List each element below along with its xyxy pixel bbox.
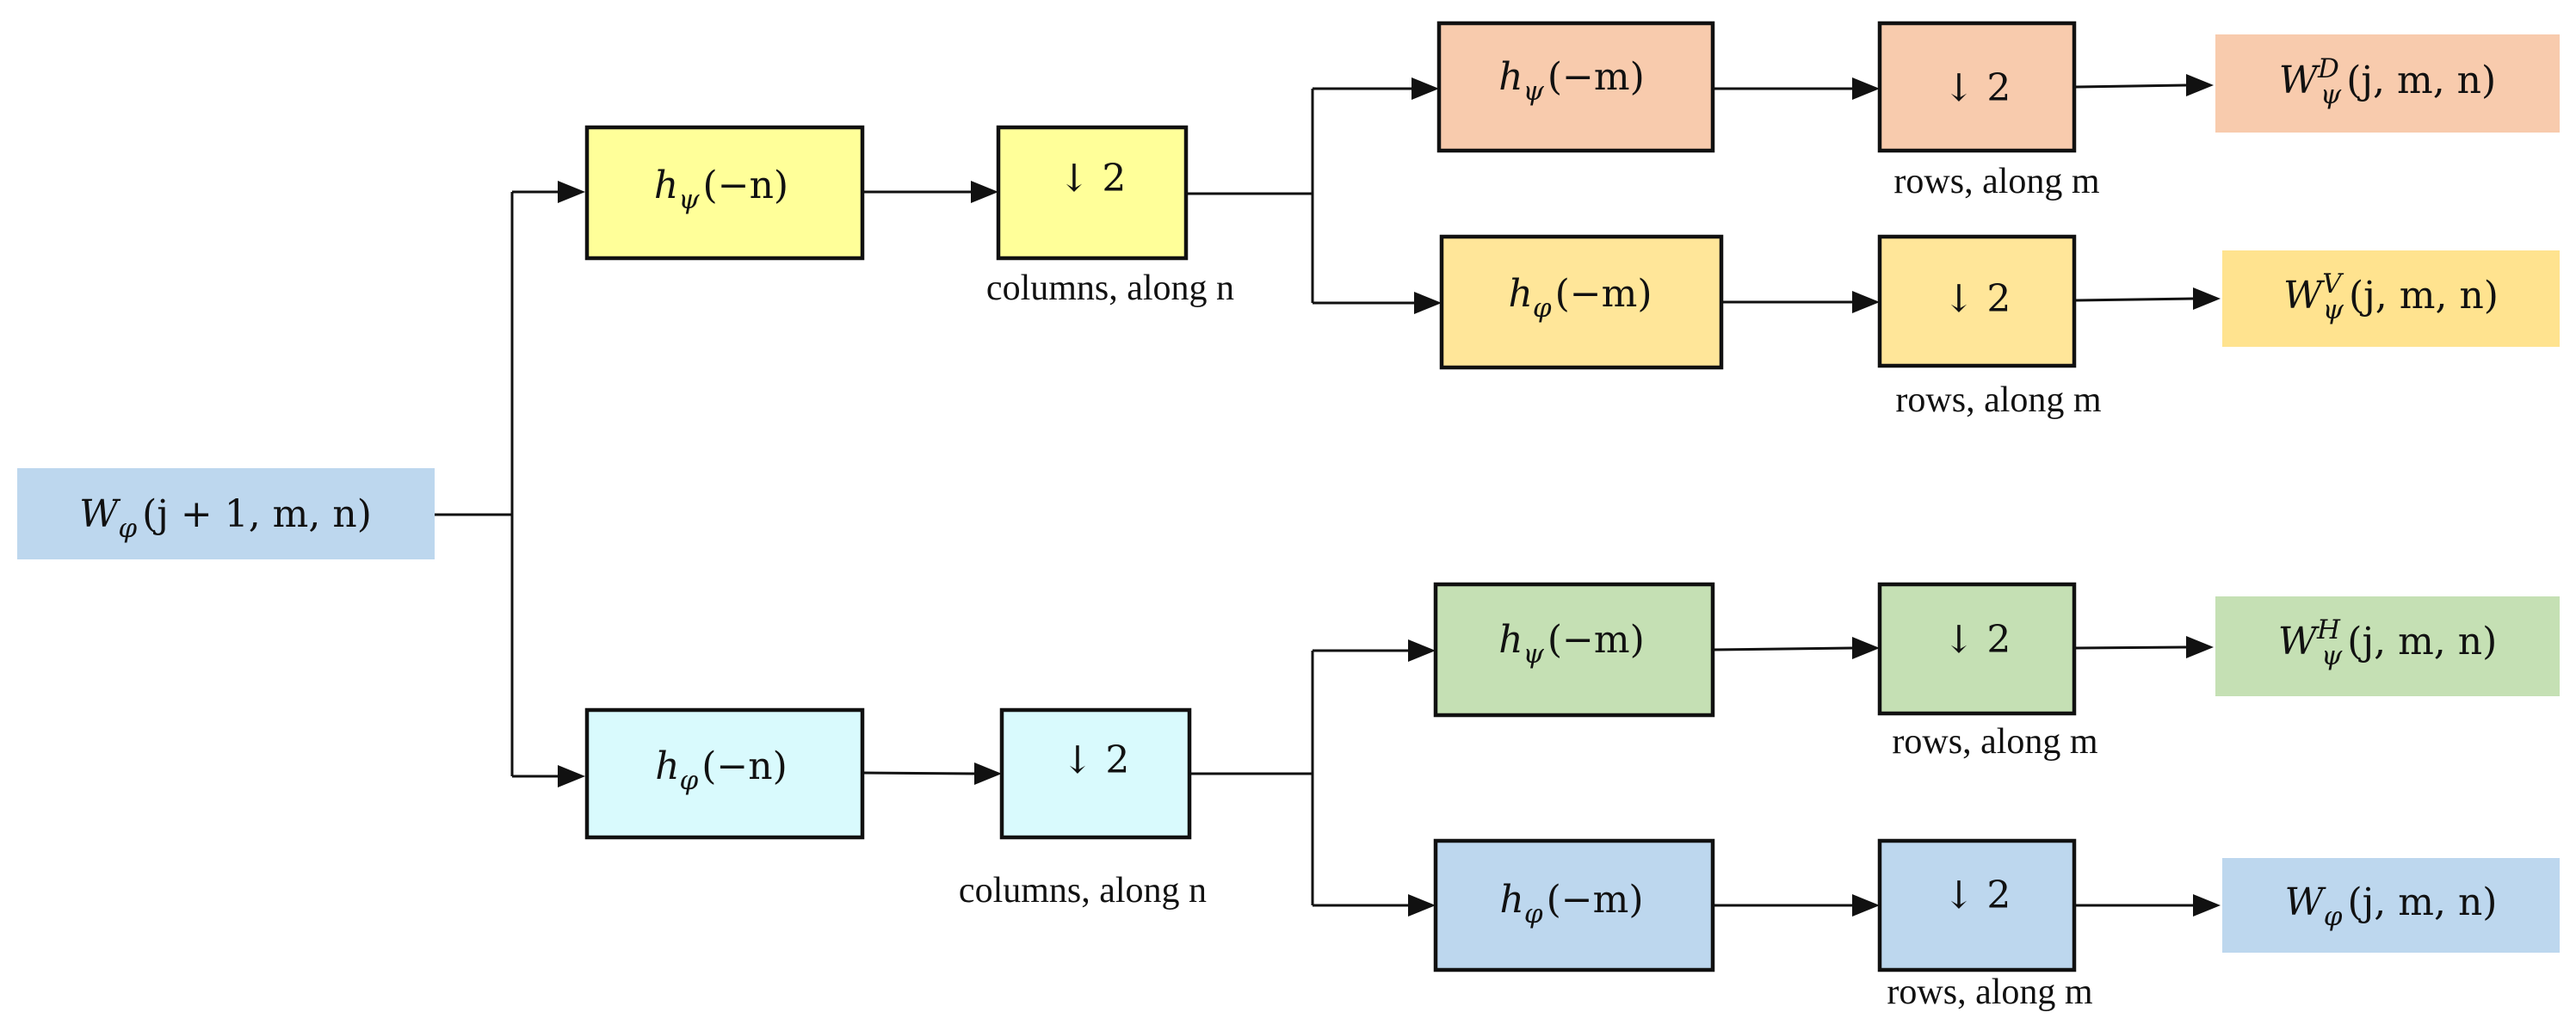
output-detail-h (2215, 596, 2560, 696)
wire (2073, 297, 2194, 302)
arrowhead (1852, 637, 1880, 659)
arrowhead (558, 765, 585, 787)
row-downsample-3-label: ↓ 2 (1943, 618, 2011, 662)
bottom-column-downsample-label: ↓ 2 (1062, 738, 1130, 782)
arrowhead (2193, 287, 2221, 310)
wire (2073, 645, 2187, 650)
arrowhead (558, 181, 585, 203)
bottom-column-filter (584, 707, 865, 840)
row-caption-3: rows, along m (1892, 722, 2097, 762)
top-column-filter-label: hψ(−n) (654, 164, 788, 215)
row-downsample-3 (1877, 582, 2077, 716)
bottom-column-filter-label: hφ(−n) (655, 744, 788, 796)
arrowhead (1852, 894, 1880, 917)
top-column-downsample-label: ↓ 2 (1059, 157, 1127, 201)
row-caption-4: rows, along m (1887, 972, 2092, 1012)
output-approximation-label: Wφ(j, m, n) (2285, 880, 2498, 932)
row-filter-2-label: hφ(−m) (1509, 272, 1652, 324)
row-downsample-4-label: ↓ 2 (1943, 874, 2011, 917)
wire (862, 771, 975, 775)
row-filter-1 (1436, 21, 1715, 153)
top-column-caption: columns, along n (986, 269, 1234, 308)
output-detail-v (2222, 250, 2560, 347)
wire (2073, 83, 2187, 89)
arrowhead (1852, 77, 1880, 100)
row-downsample-4 (1877, 838, 2077, 972)
arrowhead (2186, 74, 2214, 96)
row-filter-2 (1439, 234, 1724, 370)
arrowhead (1408, 894, 1436, 917)
row-downsample-2 (1877, 234, 2077, 368)
arrowhead (2193, 894, 2221, 917)
row-caption-1: rows, along m (1893, 162, 2099, 201)
row-downsample-1 (1877, 21, 2077, 153)
input-block (17, 468, 435, 559)
row-downsample-2-label: ↓ 2 (1943, 277, 2011, 321)
arrowhead (1408, 639, 1436, 662)
row-filter-4-label: hφ(−m) (1500, 878, 1644, 929)
arrowhead (1852, 291, 1880, 313)
row-filter-4 (1433, 838, 1715, 972)
bottom-column-downsample (999, 707, 1192, 840)
output-approximation (2222, 858, 2560, 953)
output-detail-d (2215, 34, 2560, 133)
input-label: Wφ(j + 1, m, n) (79, 492, 372, 544)
arrowhead (1412, 77, 1439, 100)
row-downsample-1-label: ↓ 2 (1943, 66, 2011, 110)
row-filter-3-label: hψ(−m) (1498, 618, 1645, 670)
bottom-column-caption: columns, along n (959, 871, 1207, 911)
arrowhead (971, 181, 998, 203)
arrowhead (1414, 292, 1442, 314)
arrowhead (974, 762, 1002, 785)
row-filter-1-label: hψ(−m) (1498, 55, 1645, 107)
arrowhead (2186, 636, 2214, 658)
wire (1712, 646, 1853, 651)
row-caption-2: rows, along m (1895, 380, 2101, 420)
